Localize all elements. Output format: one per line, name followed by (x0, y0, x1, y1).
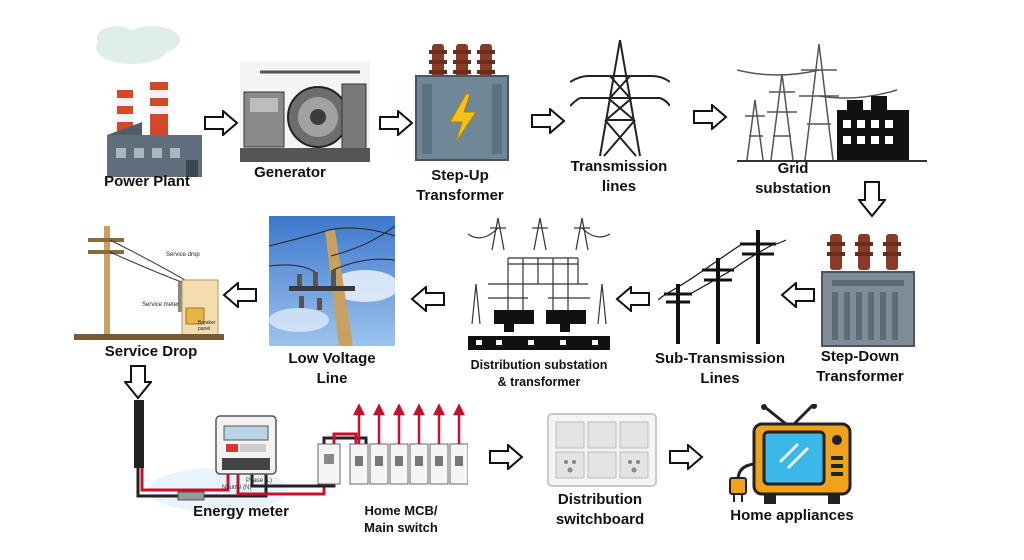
grid-substation-icon (737, 43, 927, 162)
generator-label: Generator (254, 164, 326, 181)
step-up-transformer-icon (415, 44, 509, 161)
distribution-label-line2: & transformer (497, 375, 581, 389)
breaker-caption-line2: panel (198, 326, 211, 332)
meter-mcb-wiring-illustration (134, 400, 468, 512)
sub-transmission-poles-icon (658, 230, 786, 344)
home-appliances-label: Home appliances (730, 507, 854, 524)
service-meter-caption: Service meter (142, 302, 180, 308)
step-up-transformer-label: Step-Up Transformer (400, 166, 520, 206)
arrow-right-icon (531, 108, 566, 134)
distribution-switchboard-label: Distribution switchboard (540, 490, 660, 530)
step-down-transformer-label: Step-Down Transformer (800, 347, 920, 387)
transmission-label-line2: lines (601, 178, 637, 195)
service-drop-label: Service Drop (104, 343, 198, 360)
breaker-caption-line1: Breaker (198, 320, 216, 326)
switchboard-label-line2: switchboard (555, 511, 645, 528)
mcb-label-line1: Home MCB/ (364, 503, 438, 518)
generator-image (240, 62, 370, 162)
switchboard-label-line1: Distribution (557, 491, 643, 508)
service-drop-illustration: Service drop Service meter Breaker panel (74, 222, 224, 340)
transmission-lines-label: Transmission lines (559, 157, 679, 197)
distribution-label-line1: Distribution substation (470, 358, 608, 372)
arrow-left-icon (615, 286, 650, 312)
sub-transmission-label-line1: Sub-Transmission (654, 350, 786, 367)
transmission-label-line1: Transmission (570, 158, 668, 175)
transmission-tower-icon (570, 39, 670, 157)
home-mcb-label: Home MCB/ Main switch (346, 502, 456, 536)
step-down-label-line1: Step-Down (820, 348, 900, 365)
mcb-label-line2: Main switch (364, 520, 438, 535)
neutral-wire-caption: Neutral (N) (222, 485, 252, 491)
breaker-panel-caption: Breaker panel (198, 320, 216, 332)
phase-wire-caption: Phase (L) (246, 478, 273, 484)
power-plant-label: Power Plant (104, 173, 190, 190)
grid-substation-label: Grid substation (733, 159, 853, 199)
arrow-down-icon (124, 365, 152, 400)
step-down-label-line2: Transformer (816, 368, 904, 385)
sub-transmission-label: Sub-Transmission Lines (650, 349, 790, 389)
step-down-transformer-icon (821, 234, 915, 347)
arrow-left-icon (222, 282, 257, 308)
arrow-right-icon (693, 104, 728, 130)
arrow-left-icon (410, 286, 445, 312)
energy-meter-label: Energy meter (193, 503, 289, 520)
step-up-label-line1: Step-Up (431, 167, 489, 184)
distribution-substation-icon (468, 217, 610, 350)
sub-transmission-label-line2: Lines (700, 370, 740, 387)
step-up-label-line2: Transformer (416, 187, 504, 204)
low-voltage-label-line2: Line (316, 370, 348, 387)
low-voltage-line-photo (269, 216, 395, 346)
distribution-switchboard-icon (547, 413, 657, 487)
low-voltage-label-line1: Low Voltage (288, 350, 376, 367)
service-drop-caption: Service drop (166, 252, 200, 258)
grid-label-line1: Grid (777, 160, 809, 177)
power-plant-icon (96, 26, 202, 177)
low-voltage-line-label: Low Voltage Line (262, 349, 402, 389)
arrow-right-icon (489, 444, 524, 470)
arrow-left-icon (780, 282, 815, 308)
grid-label-line2: substation (755, 180, 831, 197)
distribution-substation-label: Distribution substation & transformer (459, 357, 619, 391)
arrow-right-icon (669, 444, 704, 470)
television-appliance-icon (729, 404, 852, 504)
arrow-right-icon (379, 110, 414, 136)
arrow-down-icon (858, 181, 886, 218)
arrow-right-icon (204, 110, 239, 136)
